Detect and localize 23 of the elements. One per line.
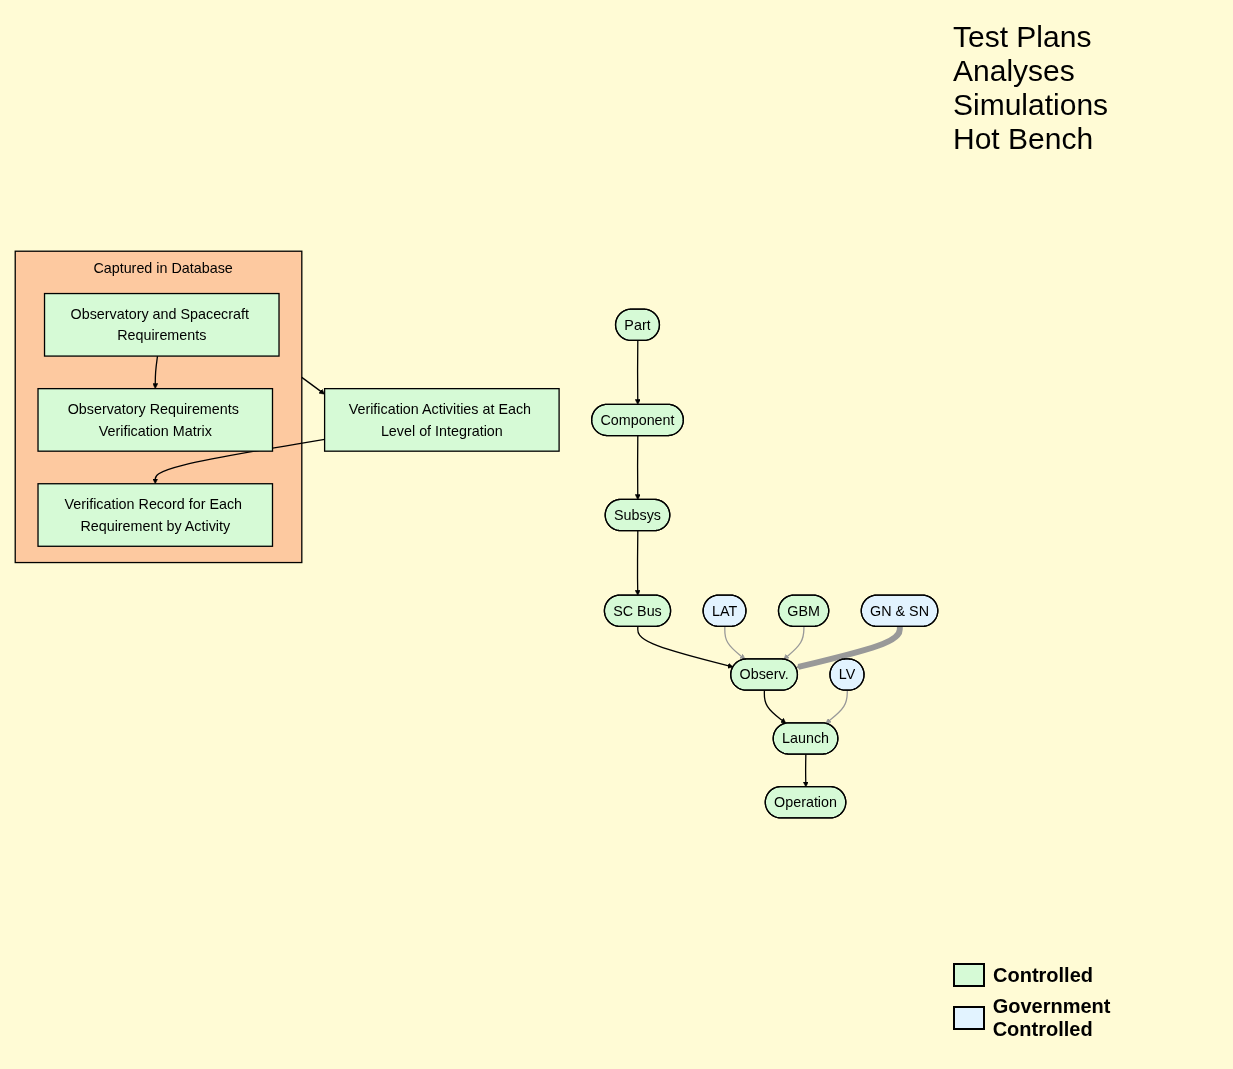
arrow [825, 689, 848, 724]
arrow [634, 530, 641, 596]
node-box [37, 483, 274, 547]
node-box [43, 292, 280, 357]
legend-text: Controlled [993, 963, 1093, 987]
legend-text: Government Controlled [992, 995, 1112, 1041]
node-box [37, 387, 274, 452]
arrow [763, 689, 787, 724]
arrow [802, 753, 809, 788]
flowchart-diagram: Captured in Database Observatory and Spacecraft Requirements Observatory Requirements Verification Matrix Verification Record for Each Requirement by Activity Verification Activities at Each Level of Integration Subsys SC Bus Observ. Launch Operation LAT Component LV GBM Part GN & SN [10, 245, 943, 824]
arrow [637, 626, 734, 669]
arrow [724, 626, 746, 660]
arrow [783, 626, 805, 660]
note-text: Test Plans [953, 20, 1093, 54]
note-text: Analyses [953, 54, 1076, 88]
note-text: Simulations [953, 88, 1110, 122]
node-box [323, 387, 560, 452]
note-text: Hot Bench [953, 122, 1095, 156]
arrow [152, 355, 159, 389]
arrow [634, 340, 641, 405]
arrow [634, 435, 641, 500]
cluster [14, 250, 303, 564]
arrow [301, 376, 325, 395]
